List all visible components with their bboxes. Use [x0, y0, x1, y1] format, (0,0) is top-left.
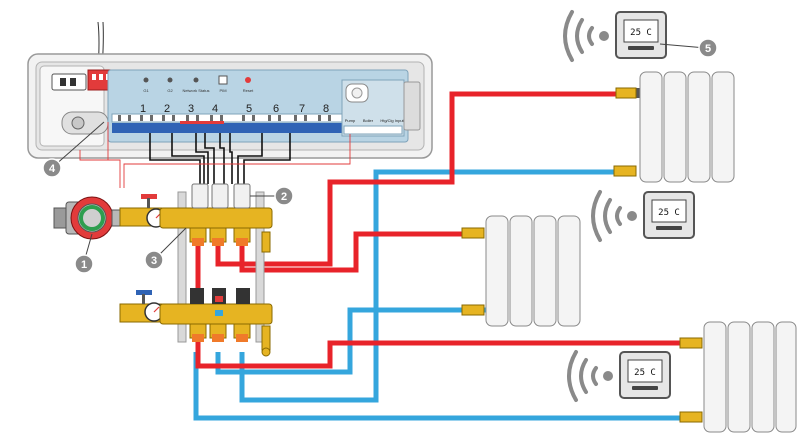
radiator-bottom — [679, 321, 797, 433]
callout-badge-4: 4 — [42, 158, 62, 178]
thermostat-middle: 25 C — [591, 190, 695, 242]
indicator-label-g1: G1 — [143, 88, 149, 93]
indicator-leds — [143, 75, 251, 85]
indicator-label-reset: Reset — [243, 88, 254, 93]
terminal-screws — [118, 115, 331, 121]
thermostat-display-middle: 25 C — [658, 208, 680, 218]
radiator-middle — [461, 215, 581, 327]
indicator-label-g2: G2 — [167, 88, 173, 93]
callout-badge-5: 5 — [698, 38, 718, 58]
indicator-label-pim: PIM — [219, 88, 226, 93]
callout-badge-2: 2 — [274, 186, 294, 206]
zone-numbers: 1 2 3 4 5 6 7 8 — [140, 103, 329, 115]
zone-number-5: 5 — [246, 103, 252, 115]
radiator-top — [613, 71, 735, 183]
callout-number-3: 3 — [151, 255, 157, 267]
manifold — [119, 183, 273, 357]
callout-number-1: 1 — [81, 259, 87, 271]
zone-number-3: 3 — [188, 103, 194, 115]
pump-wires — [79, 122, 351, 188]
callout-number-2: 2 — [281, 191, 287, 203]
actuator-wires — [149, 133, 291, 184]
zone-number-1: 1 — [140, 103, 146, 115]
callout-number-5: 5 — [705, 43, 711, 55]
indicator-labels: G1 G2 Network Status PIM Reset — [143, 88, 254, 93]
thermostat-bottom: 25 C — [567, 350, 671, 402]
zone-number-6: 6 — [273, 103, 279, 115]
terminal-label-pump: Pump — [345, 118, 356, 123]
terminal-labels: Pump Boiler Htg/Clg Input — [345, 118, 405, 123]
terminal-label-boiler: Boiler — [363, 118, 374, 123]
wireless-signal-icon — [591, 190, 622, 242]
thermostat-top: 25 C — [563, 10, 667, 62]
thermostat-display-bottom: 25 C — [634, 368, 656, 378]
circulation-pump — [53, 196, 127, 240]
terminal-label-htg-clg: Htg/Clg Input — [380, 118, 404, 123]
wiring-center: G1 G2 Network Status PIM Reset 1 2 3 4 5… — [27, 21, 433, 159]
wireless-signal-icon — [567, 350, 598, 402]
zone-number-4: 4 — [212, 103, 218, 115]
thermostat-display-top: 25 C — [630, 28, 652, 38]
actuators — [191, 183, 251, 209]
callout-badge-1: 1 — [74, 254, 94, 274]
indicator-label-network-status: Network Status — [182, 88, 209, 93]
callout-badge-3: 3 — [144, 250, 164, 270]
wireless-signal-icon — [563, 10, 594, 62]
zone-number-2: 2 — [164, 103, 170, 115]
zone-number-8: 8 — [323, 103, 329, 115]
callout-number-4: 4 — [49, 163, 56, 175]
zone-number-7: 7 — [299, 103, 305, 115]
